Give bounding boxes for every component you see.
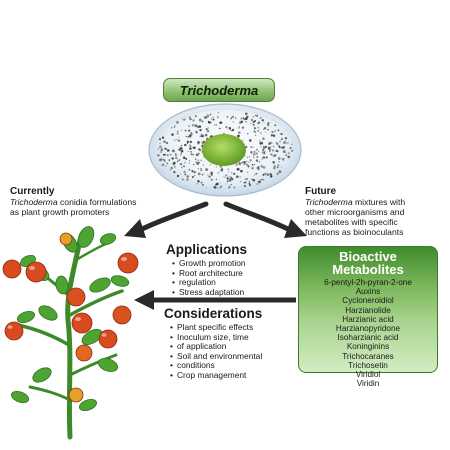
metabolite-item: Viridin bbox=[356, 379, 380, 389]
tomato-fruits bbox=[2, 232, 139, 403]
metabolite-item: Trichocaranes bbox=[342, 351, 394, 361]
applications-item: Root architecture bbox=[172, 268, 301, 279]
arrow-to-currently bbox=[137, 201, 209, 233]
arrow-head-future bbox=[284, 219, 307, 238]
considerations-list: Plant specific effects Inoculum size, ti… bbox=[164, 322, 300, 381]
currently-block: Currently Trichoderma conidia formulatio… bbox=[10, 186, 200, 217]
metabolite-item: Harzianopyridone bbox=[335, 324, 401, 334]
metabolite-item: Viridiol bbox=[355, 370, 381, 380]
currently-heading: Currently bbox=[10, 186, 55, 197]
considerations-heading: Considerations bbox=[164, 306, 263, 321]
considerations-item: of application bbox=[170, 342, 300, 352]
plant-stems bbox=[16, 237, 124, 440]
metabolite-item: Isoharzianic acid bbox=[337, 333, 399, 343]
currently-description: Trichoderma conidia formulations as plan… bbox=[10, 197, 137, 217]
bioactive-heading: Bioactive Metabolites bbox=[332, 249, 404, 277]
arrow-head-plant bbox=[134, 290, 154, 310]
arrow-to-future bbox=[223, 201, 293, 233]
considerations-block: Considerations Plant specific effects In… bbox=[164, 306, 300, 381]
metabolite-item: Harzianic acid bbox=[342, 314, 394, 324]
applications-item: Stress adaptation bbox=[172, 287, 301, 298]
metabolite-item: 6-pentyl-2h-pyran-2-one bbox=[324, 278, 412, 287]
future-block: Future Trichoderma mixtures with other m… bbox=[305, 186, 450, 237]
metabolite-item: Koninginins bbox=[346, 342, 390, 352]
considerations-item: Plant specific effects bbox=[170, 322, 300, 333]
fungal-colony bbox=[202, 134, 246, 166]
metabolite-item: Trichosetin bbox=[348, 360, 388, 370]
trichoderma-title: Trichoderma bbox=[163, 78, 275, 102]
applications-item: regulation bbox=[172, 278, 301, 288]
tomato-highlights bbox=[7, 257, 127, 337]
metabolite-item: Harzianolide bbox=[345, 305, 391, 315]
title-text: Trichoderma bbox=[179, 82, 259, 98]
future-heading: Future bbox=[305, 186, 337, 197]
considerations-item: Inoculum size, time bbox=[170, 332, 300, 343]
applications-list: Growth promotion Root architecture regul… bbox=[166, 258, 301, 298]
metabolite-item: Cycloneroidiol bbox=[342, 296, 394, 306]
considerations-item: conditions bbox=[170, 361, 300, 371]
considerations-item: Crop management bbox=[170, 370, 300, 381]
petri-dish-illustration bbox=[148, 103, 302, 197]
future-description: Trichoderma mixtures with other microorg… bbox=[305, 197, 406, 237]
applications-block: Applications Growth promotion Root archi… bbox=[166, 242, 301, 297]
applications-heading: Applications bbox=[166, 242, 248, 257]
arrow-head-currently bbox=[124, 219, 146, 238]
metabolite-item: Auxins bbox=[355, 287, 381, 297]
bioactive-metabolites-box: Bioactive Metabolites 6-pentyl-2h-pyran-… bbox=[298, 246, 438, 388]
applications-item: Growth promotion bbox=[172, 258, 301, 269]
tomato-plant-illustration bbox=[2, 226, 139, 440]
considerations-item: Soil and environmental bbox=[170, 351, 300, 362]
